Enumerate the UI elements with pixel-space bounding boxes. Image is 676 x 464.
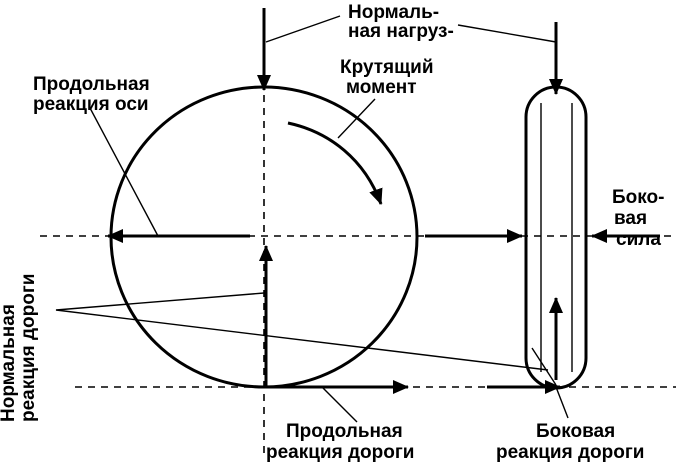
road-longitudinal-leader — [321, 386, 358, 423]
normal-load-leader-left — [265, 15, 341, 43]
torque-label-line1: Крутящий — [340, 57, 434, 78]
side-force-label-line3: сила — [616, 229, 661, 250]
road-long-label-line2: реакция дороги — [266, 442, 414, 463]
road-side-label-line1: Боковая — [536, 421, 615, 442]
tire-contact-leader — [531, 347, 557, 386]
axle-long-label-line1: Продольная — [33, 74, 150, 95]
road-normal-label: Нормальная реакция дороги — [0, 274, 39, 422]
normal-load-leader-right — [457, 24, 557, 43]
road-side-leader — [555, 386, 569, 419]
road-normal-label-line1: Нормальная — [0, 304, 19, 422]
road-side-label-line2: реакция дороги — [496, 442, 644, 463]
axle-reaction-leader — [89, 107, 159, 237]
torque-leader — [337, 98, 376, 139]
torque-arrow — [287, 121, 383, 205]
axle-long-label-line2: реакция оси — [33, 94, 149, 115]
road-normal-label-line2: реакция дороги — [18, 274, 39, 422]
normal-load-label-line1: Нормаль- — [348, 2, 439, 23]
side-force-label-line2: вая — [614, 208, 647, 229]
side-force-label-line1: Боко- — [612, 187, 664, 208]
normal-load-label-line2: ная нагруз- — [348, 21, 454, 42]
torque-label-line2: момент — [346, 77, 417, 98]
road-long-label-line1: Продольная — [286, 421, 403, 442]
road-normal-leader-upper — [55, 292, 549, 371]
